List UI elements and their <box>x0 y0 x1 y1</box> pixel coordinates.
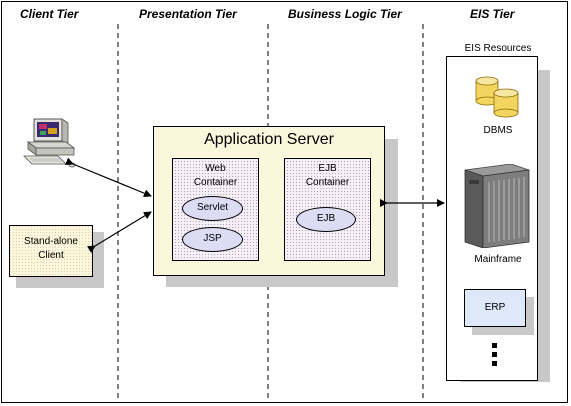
client-tier-label: Client Tier <box>20 7 79 21</box>
arrow-desktop-to-app-server <box>65 157 152 198</box>
business-logic-tier-label: Business Logic Tier <box>288 7 402 21</box>
desktop-computer-icon <box>23 118 76 168</box>
servlet-label: Servlet <box>196 202 229 213</box>
ellipsis-icon <box>492 343 497 366</box>
ejb-container-label-line1: EJB <box>318 163 337 174</box>
presentation-tier-label: Presentation Tier <box>139 7 237 21</box>
standalone-client-label-line1: Stand-alone <box>24 236 78 247</box>
jsp-label: JSP <box>203 233 222 244</box>
standalone-client-box <box>9 225 93 277</box>
eis-resources-title: EIS Resources <box>464 43 532 54</box>
web-container-label-line1: Web <box>205 163 226 174</box>
erp-box <box>464 289 526 327</box>
mainframe-label: Mainframe <box>474 254 522 265</box>
server-tower-icon <box>464 164 530 248</box>
dbms-label: DBMS <box>483 125 513 136</box>
jsp-component <box>182 227 243 252</box>
ejb-label: EJB <box>316 213 336 224</box>
standalone-client-label-line2: Client <box>38 250 64 261</box>
database-icon <box>475 76 519 118</box>
erp-label: ERP <box>484 302 506 313</box>
servlet-component <box>182 196 243 221</box>
application-server-title: Application Server <box>204 131 334 148</box>
ejb-container-label-line2: Container <box>305 177 350 188</box>
web-container-label-line2: Container <box>193 177 238 188</box>
arrow-standalone-to-app-server <box>86 211 152 254</box>
eis-tier-label: EIS Tier <box>470 7 515 21</box>
ejb-component <box>296 207 356 232</box>
